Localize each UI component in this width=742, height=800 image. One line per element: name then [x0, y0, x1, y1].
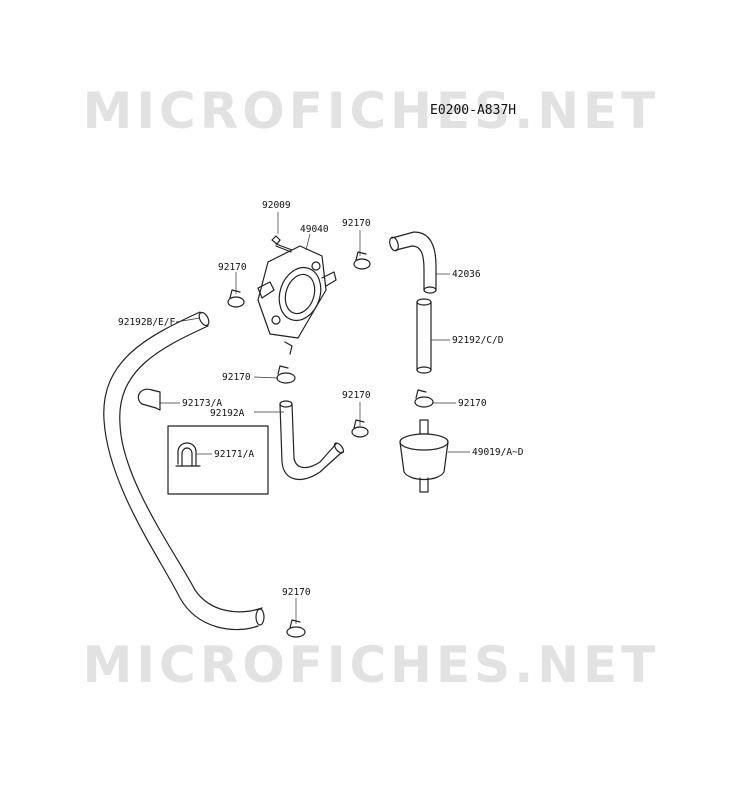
- callout-92170-pump-inlet: 92170: [218, 262, 247, 273]
- screw-92009: [271, 235, 293, 253]
- watermark-bottom: MICROFICHES.NET: [82, 636, 660, 694]
- clamp-92170-f: [286, 619, 306, 638]
- inset-box: [167, 425, 269, 495]
- hose-92192cd: [416, 298, 432, 374]
- callout-92170-pump-outlet: 92170: [342, 218, 371, 229]
- hose-42036: [389, 231, 437, 294]
- callout-92173a: 92173/A: [182, 398, 222, 409]
- callout-92192cd: 92192/C/D: [452, 335, 504, 346]
- callout-92170-hose-end: 92170: [282, 587, 311, 598]
- diagram-code: E0200-A837H: [430, 103, 517, 118]
- clamp-92170-d: [351, 419, 369, 438]
- fuel-pump-49040: [257, 245, 337, 355]
- hose-92192a: [279, 400, 345, 480]
- clip-92173a: [137, 388, 161, 411]
- hose-92192bef: [103, 311, 265, 631]
- clamp-92170-c: [276, 365, 296, 384]
- callout-92170-hose-elbow: 92170: [342, 390, 371, 401]
- callout-92170-pump-bottom: 92170: [222, 372, 251, 383]
- callout-49019: 49019/A~D: [472, 447, 524, 458]
- callout-42036: 42036: [452, 269, 481, 280]
- callout-92009: 92009: [262, 200, 291, 211]
- fuel-filter-49019: [399, 419, 449, 493]
- clamp-92170-b: [353, 251, 371, 270]
- watermark-top: MICROFICHES.NET: [82, 82, 660, 140]
- callout-92192a: 92192A: [210, 408, 245, 419]
- clamp-92170-a: [227, 289, 245, 308]
- callout-92170-filter: 92170: [458, 398, 487, 409]
- clamp-92170-e: [414, 389, 434, 408]
- callout-92192bef: 92192B/E/F: [118, 317, 175, 328]
- callout-49040: 49040: [300, 224, 329, 235]
- leader-lines: [160, 212, 470, 624]
- clip-92171a: [175, 442, 201, 467]
- callout-92171a: 92171/A: [214, 449, 254, 460]
